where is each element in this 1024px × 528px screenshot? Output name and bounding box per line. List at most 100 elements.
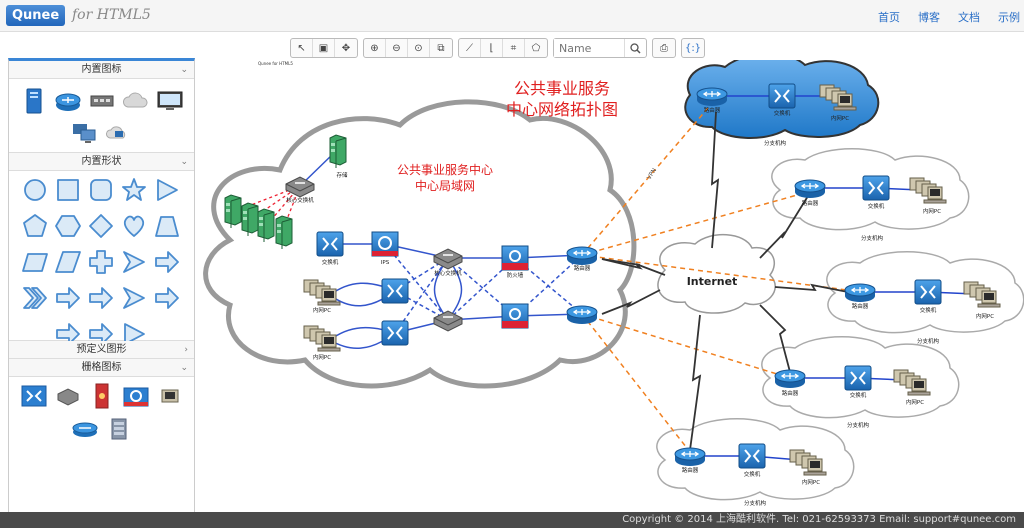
server-node-4[interactable] — [275, 215, 293, 250]
storage-server-node[interactable] — [329, 134, 347, 169]
topology-canvas[interactable]: VPN — [198, 60, 1024, 510]
ips-node[interactable] — [371, 231, 399, 257]
fit-view-icon[interactable]: ⧉ — [437, 42, 445, 54]
chevron-shape-icon[interactable] — [121, 249, 149, 279]
diamond-shape-icon[interactable] — [88, 213, 116, 243]
triangle-shape-icon[interactable] — [154, 177, 182, 207]
arrow-shape-icon[interactable] — [88, 285, 116, 315]
router-node-1[interactable] — [566, 246, 598, 266]
zoom-in-icon[interactable]: ⊕ — [364, 39, 386, 57]
section-header-raster-icons[interactable]: 栅格图标 ⌄ — [9, 359, 194, 377]
rect-select-icon[interactable]: ▣ — [313, 39, 335, 57]
print-icon[interactable]: ⎙ — [660, 42, 668, 54]
branch-router-4[interactable] — [774, 369, 806, 389]
hexagon-shape-icon[interactable] — [54, 213, 83, 243]
section-title: 内置图标 — [81, 64, 122, 75]
branch-switch-4[interactable] — [844, 365, 872, 391]
parallelogram2-shape-icon[interactable] — [54, 249, 83, 279]
polygon-icon[interactable]: ⬠ — [531, 42, 541, 54]
section-title: 栅格图标 — [81, 362, 122, 373]
branch-switch-3[interactable] — [914, 279, 942, 305]
branch-router-5[interactable] — [674, 447, 706, 467]
raster-pc-group-icon[interactable] — [156, 382, 184, 410]
monitor-icon[interactable] — [156, 87, 184, 115]
cloud-icon[interactable] — [122, 87, 150, 115]
branch-router-1[interactable] — [696, 87, 728, 107]
section-header-builtin-icons[interactable]: 内置图标 ⌄ — [9, 61, 194, 79]
branch-switch-2[interactable] — [862, 175, 890, 201]
arrow-shape-icon[interactable] — [55, 285, 83, 315]
core-switch-label: 核心交换机 — [286, 196, 314, 204]
nav-blog-link[interactable]: 博客 — [918, 11, 940, 24]
json-export-icon[interactable]: {:} — [684, 42, 702, 54]
polyline-icon[interactable]: ⌗ — [503, 39, 525, 57]
firewall-node-2[interactable] — [501, 303, 529, 329]
section-header-builtin-shapes[interactable]: 内置形状 ⌄ — [9, 153, 194, 171]
switch-node-2[interactable] — [381, 278, 409, 304]
server-node-3[interactable] — [257, 208, 275, 243]
search-input[interactable] — [554, 39, 624, 57]
raster-switch-icon[interactable] — [20, 382, 48, 410]
arrow-shape-icon[interactable] — [55, 321, 83, 351]
raster-firewall-icon[interactable] — [88, 382, 116, 410]
circle-shape-icon[interactable] — [22, 177, 50, 207]
pentagon-shape-icon[interactable] — [22, 213, 50, 243]
storage-label: 存储 — [336, 171, 348, 179]
footer: Copyright © 2014 上海酷利软件. Tel: 021-625933… — [0, 512, 1024, 528]
nav-examples-link[interactable]: 示例 — [998, 11, 1020, 24]
cross-shape-icon[interactable] — [88, 249, 116, 279]
edge-icon[interactable]: ⟋ — [459, 39, 481, 57]
zoom-reset-icon[interactable]: ⊙ — [408, 39, 430, 57]
server-icon[interactable] — [20, 87, 48, 115]
lan-title-line1: 公共事业服务中心 — [397, 162, 493, 177]
nav-home-link[interactable]: 首页 — [878, 11, 900, 24]
firewall-node-1[interactable] — [501, 245, 529, 271]
arrow-shape-icon[interactable] — [154, 249, 182, 279]
router-icon[interactable] — [54, 87, 82, 115]
qunee-logo[interactable]: Qunee — [6, 5, 66, 26]
lan-switch-node[interactable] — [316, 231, 344, 257]
chevron-down-icon: ⌄ — [180, 363, 188, 373]
switch-box-icon[interactable] — [88, 87, 116, 115]
triangle-shape-icon[interactable] — [121, 321, 149, 351]
zoom-out-icon[interactable]: ⊖ — [386, 39, 408, 57]
computer-group-icon[interactable] — [71, 121, 99, 145]
switch-node-3[interactable] — [381, 320, 409, 346]
pc-label: 内网PC — [976, 312, 994, 320]
pan-icon[interactable]: ✥ — [341, 42, 351, 54]
branch-switch-5[interactable] — [738, 443, 766, 469]
node-labels: 存储 核心交换机 交换机 IPS 内网PC 内网PC 核心交换机 防火墙 路由器… — [286, 106, 994, 507]
square-shape-icon[interactable] — [55, 177, 83, 207]
chevron-shape-icon[interactable] — [121, 285, 149, 315]
double-chevron-shape-icon[interactable] — [22, 285, 50, 315]
search-icon[interactable] — [624, 39, 646, 57]
pc-label: 内网PC — [906, 398, 924, 406]
arrow-shape-icon[interactable] — [88, 321, 116, 351]
brand-subtitle: for HTML5 — [72, 7, 151, 23]
nav-docs-link[interactable]: 文档 — [958, 11, 980, 24]
raster-router-icon[interactable] — [71, 416, 99, 442]
raster-storage-icon[interactable] — [105, 416, 133, 442]
orthogonal-edge-icon[interactable]: ⌊ — [481, 39, 503, 57]
star-shape-icon[interactable] — [121, 177, 149, 207]
switch-label: 交换机 — [774, 109, 791, 117]
cloud-computer-icon[interactable] — [105, 121, 133, 145]
server-node-2[interactable] — [241, 202, 259, 237]
router-node-2[interactable] — [566, 305, 598, 325]
pointer-icon[interactable]: ↖ — [291, 39, 313, 57]
branch-router-3[interactable] — [844, 283, 876, 303]
trapezoid-shape-icon[interactable] — [154, 213, 182, 243]
branch-router-2[interactable] — [794, 179, 826, 199]
rounded-square-shape-icon[interactable] — [88, 177, 116, 207]
arrow-shape-icon[interactable] — [154, 285, 182, 315]
switch-label: 交换机 — [850, 391, 867, 399]
firewall-label: 防火墙 — [507, 271, 524, 279]
parallelogram-shape-icon[interactable] — [21, 249, 50, 279]
branch-switch-1[interactable] — [768, 83, 796, 109]
ips-label: IPS — [381, 260, 390, 266]
raster-hub-icon[interactable] — [54, 382, 82, 410]
raster-ips-icon[interactable] — [122, 382, 150, 410]
server-node-1[interactable] — [224, 194, 242, 229]
heart-shape-icon[interactable] — [121, 213, 149, 243]
section-header-predefined[interactable]: 预定义图形 › — [9, 341, 194, 359]
